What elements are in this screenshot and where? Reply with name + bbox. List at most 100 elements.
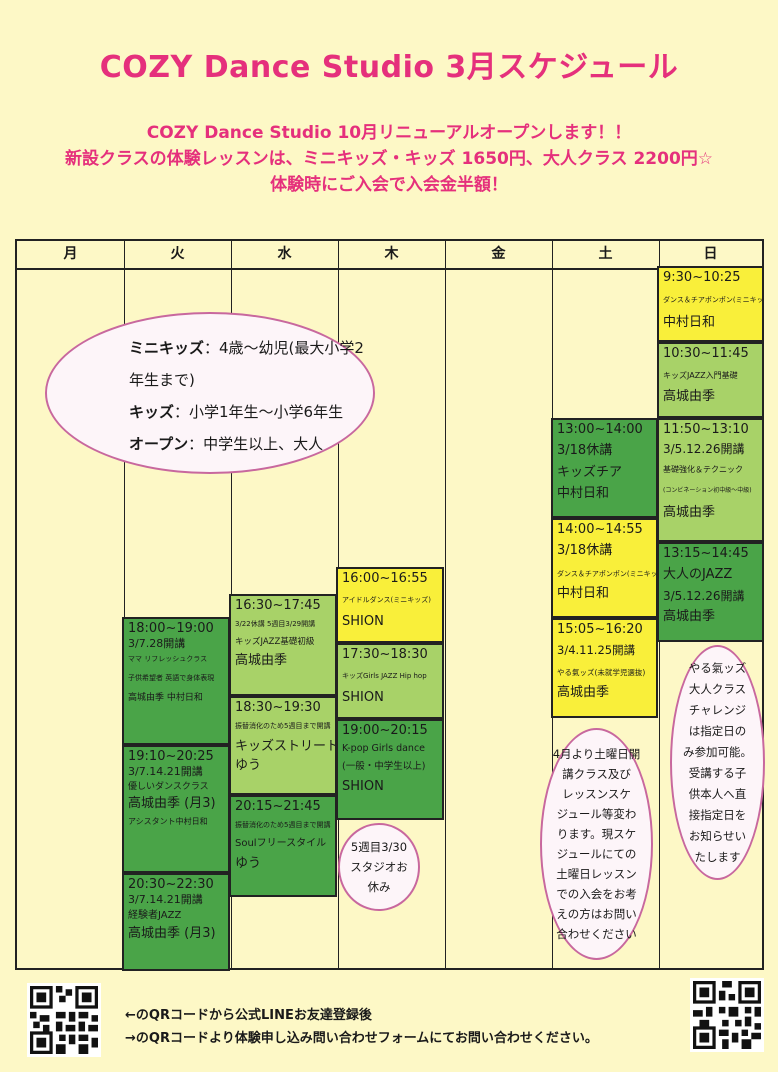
day-header-wed: 水 [231,241,338,270]
class-note: 振替消化のため5週目まで開講 [235,821,331,830]
class-instructor: 中村日和 [663,315,716,330]
class-title: K-pop Girls dance [342,743,426,755]
class-note: 3/18休講 [557,443,613,459]
class-note: 3/7.14.21開講 [128,765,203,779]
page-title: COZY Dance Studio 3月スケジュール [99,50,679,85]
class-instructor: 高城由季 [663,389,716,405]
class-instructor: SHION [342,779,384,794]
column-divider [124,241,125,968]
sun-note-lines: やる氣ッズ 大人クラス チャレンジ は指定日の み参加可能。 受講する子 供本人… [683,658,752,868]
class-time: 20:30~22:30 [128,877,214,892]
note-line: やる氣ッズ [688,660,747,675]
day-header-mon: 月 [17,241,124,270]
legend-text-mini-kids-cont: 年生まで) [129,371,195,389]
qr-code-form[interactable] [690,978,764,1052]
class-instructor: 中村日和 [557,485,610,501]
thursday-closure-note: 5週目3/30 スタジオお 休み [338,823,420,911]
note-line: 休み [367,880,391,894]
legend-text-mini-kids: ：4歳～幼児(最大小学2 [204,339,364,357]
class-note: 3/5.12.26開講 [663,588,745,603]
class-sun-0930[interactable]: 9:30~10:25 ダンス＆チアポンポン(ミニキッズ) 中村日和 [657,266,764,342]
class-wed-1830[interactable]: 18:30~19:30 振替消化のため5週目まで開講 キッズストリート ゆう [229,696,337,795]
class-title: 大人のJAZZ [663,567,733,583]
legend-text-open: ：中学生以上、大人 [188,435,324,453]
class-sat-1505[interactable]: 15:05~16:20 3/4.11.25開講 やる氣ッズ(未就学児選抜) 高城… [551,618,658,718]
note-line: お知らせい [688,828,747,843]
saturday-change-note: 4月より土曜日開 講クラス及び レッスンスケ ジュール等変わ ります。現スケ ジ… [540,728,653,960]
class-note: 3/7.14.21開講 [128,893,203,907]
age-legend-text: ミニキッズ：4歳～幼児(最大小学2 年生まで) キッズ：小学1年生～小学6年生 … [129,332,429,460]
class-title: 基礎強化＆テクニック [663,465,743,475]
class-wed-2015[interactable]: 20:15~21:45 振替消化のため5週目まで開講 Soulフリースタイル ゆ… [229,795,337,897]
class-time: 13:15~14:45 [663,546,749,561]
class-sun-1030[interactable]: 10:30~11:45 キッズJAZZ入門基礎 高城由季 [657,342,764,418]
class-time: 15:05~16:20 [557,622,643,637]
class-instructor: 高城由季 [557,685,610,700]
class-tue-1910[interactable]: 19:10~20:25 3/7.14.21開講 優しいダンスクラス 高城由季 (… [122,745,230,873]
class-instructor: 高城由季 [663,504,716,520]
class-note: 3/5.12.26開講 [663,442,745,457]
class-title: 優しいダンスクラス [128,782,209,792]
class-sat-1400[interactable]: 14:00~14:55 3/18休講 ダンス＆チアポンポン(ミニキッズ) 中村日… [551,518,658,618]
class-sun-1315[interactable]: 13:15~14:45 大人のJAZZ 3/5.12.26開講 高城由季 [657,542,764,642]
age-legend: ミニキッズ：4歳～幼児(最大小学2 年生まで) キッズ：小学1年生～小学6年生 … [45,312,375,474]
note-line: 接指定日を [688,807,747,822]
class-time: 17:30~18:30 [342,647,428,662]
class-instructor: ゆう [235,758,262,774]
class-title: 経験者JAZZ [128,910,182,921]
note-line: み参加可能。 [683,744,752,759]
class-detail: 子供希望者 英語で身体表現 [128,673,215,682]
legend-text-kids: ：小学1年生～小学6年生 [174,403,344,421]
class-instructor: ゆう [235,855,262,871]
class-instructor: SHION [342,614,384,629]
class-tue-1800[interactable]: 18:00~19:00 3/7.28開講 ママ リフレッシュクラス 子供希望者 … [122,617,230,745]
class-title: Soulフリースタイル [235,838,327,849]
class-assistant: アシスタント中村日和 [128,816,208,826]
note-line: ります。現スケ [556,827,637,841]
class-instructor: 高城由季 [663,608,716,624]
day-header-thu: 木 [338,241,445,270]
class-detail: (一般・中学生以上) [342,761,426,773]
note-line: 5週目3/30 [350,840,408,854]
class-time: 18:00~19:00 [128,621,214,636]
class-sat-1300[interactable]: 13:00~14:00 3/18休講 キッズチア 中村日和 [551,418,658,518]
note-line: えの方はお問い [556,907,637,921]
class-instructor: 高城由季 (月3) [128,925,216,941]
class-thu-1900[interactable]: 19:00~20:15 K-pop Girls dance (一般・中学生以上)… [336,719,444,820]
note-line: は指定日の [688,723,747,738]
column-divider [445,241,446,968]
note-line: 供本人へ直 [688,786,747,801]
class-instructor: 高城由季 [235,652,288,668]
class-time: 18:30~19:30 [235,700,321,715]
qr-code-line-icon [30,986,98,1054]
class-title: キッズストリート [235,739,337,754]
class-title: キッズGirls JAZZ Hip hop [342,672,427,681]
class-title: ダンス＆チアポンポン(ミニキッズ) [663,296,764,305]
note-line: 土曜日レッスン [556,867,637,881]
class-time: 11:50~13:10 [663,422,749,437]
class-instructor: 高城由季 (月3) [128,796,216,812]
class-title: アイドルダンス(ミニキッズ) [342,596,431,605]
note-line: での入会をお考 [556,887,637,901]
note-line: 講クラス及び [562,767,631,781]
class-tue-2030[interactable]: 20:30~22:30 3/7.14.21開講 経験者JAZZ 高城由季 (月3… [122,873,230,971]
announcement-line-2: 新設クラスの体験レッスンは、ミニキッズ・キッズ 1650円、大人クラス 2200… [64,149,714,169]
qr-code-line[interactable] [27,983,101,1057]
footer-line-2: →のQRコードより体験申し込み問い合わせフォームにてお問い合わせください。 [125,1031,598,1046]
note-line: チャレンジ [688,702,747,717]
class-thu-1600[interactable]: 16:00~16:55 アイドルダンス(ミニキッズ) SHION [336,567,444,643]
sat-note-lines: 4月より土曜日開 講クラス及び レッスンスケ ジュール等変わ ります。現スケ ジ… [553,744,641,944]
announcement-line-1: COZY Dance Studio 10月リニューアルオープンします！！ [146,123,632,143]
note-line: たします [694,849,741,864]
class-wed-1630[interactable]: 16:30~17:45 3/22休講 5週目3/29開講 キッズJAZZ基礎初級… [229,594,337,696]
class-note: 3/7.28開講 [128,637,186,651]
day-header-tue: 火 [124,241,231,270]
class-sun-1150[interactable]: 11:50~13:10 3/5.12.26開講 基礎強化＆テクニック (コンビネ… [657,418,764,542]
note-line: ジュール等変わ [556,807,637,821]
class-instructor: 高城由季 中村日和 [128,692,203,703]
class-note: 3/18休講 [557,543,613,559]
footer-line-1: ←のQRコードから公式LINEお友達登録後 [125,1008,372,1023]
legend-label-kids: キッズ [129,403,175,421]
class-time: 9:30~10:25 [663,270,741,285]
class-thu-1730[interactable]: 17:30~18:30 キッズGirls JAZZ Hip hop SHION [336,643,444,719]
